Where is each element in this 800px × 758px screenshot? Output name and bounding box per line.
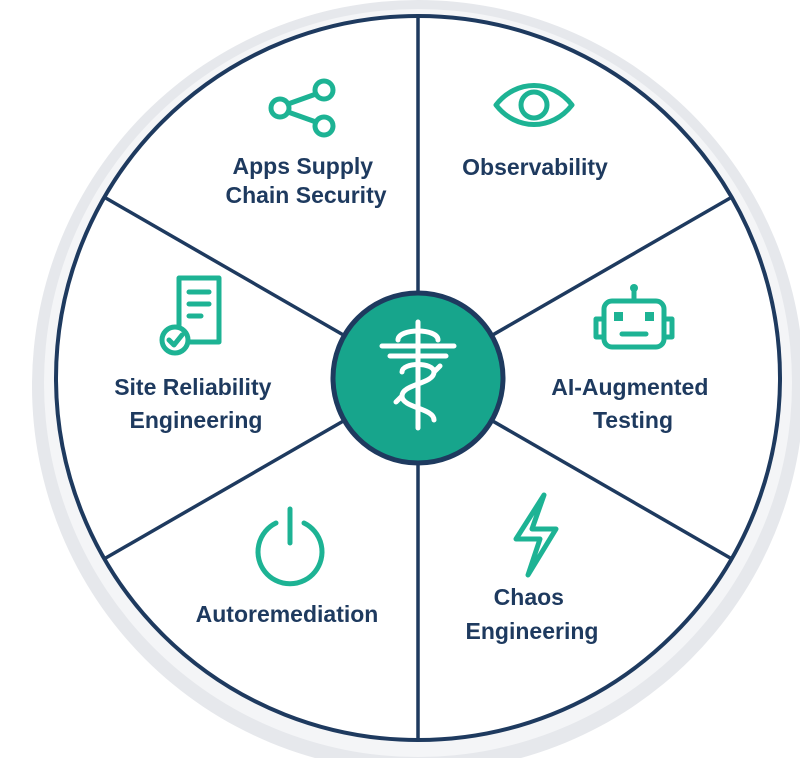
label-line: Autoremediation [196, 601, 379, 627]
document-check-icon [159, 275, 222, 356]
segment-label-chaos-engineering: Chaos Engineering [466, 584, 599, 644]
robot-icon [593, 284, 675, 350]
segment-label-site-reliability-engineering: Site Reliability Engineering [114, 374, 278, 433]
lightning-icon [513, 492, 559, 578]
eye-icon [493, 83, 575, 127]
segment-label-observability: Observability [462, 154, 608, 180]
power-icon [255, 506, 325, 587]
share-icon [268, 78, 336, 138]
label-line: Testing [593, 407, 673, 433]
label-line: Site Reliability [114, 374, 271, 400]
segment-label-apps-supply-chain-security: Apps Supply Chain Security [225, 153, 386, 208]
label-line: Apps Supply [233, 153, 374, 179]
caduceus-icon [379, 319, 457, 431]
segment-label-autoremediation: Autoremediation [196, 601, 379, 627]
label-line: Chain Security [225, 182, 386, 208]
label-line: Engineering [466, 618, 599, 644]
label-line: Engineering [130, 407, 263, 433]
label-line: Chaos [494, 584, 564, 610]
label-line: Observability [462, 154, 608, 180]
segment-label-ai-augmented-testing: AI-Augmented Testing [551, 374, 715, 433]
label-line: AI-Augmented [551, 374, 708, 400]
